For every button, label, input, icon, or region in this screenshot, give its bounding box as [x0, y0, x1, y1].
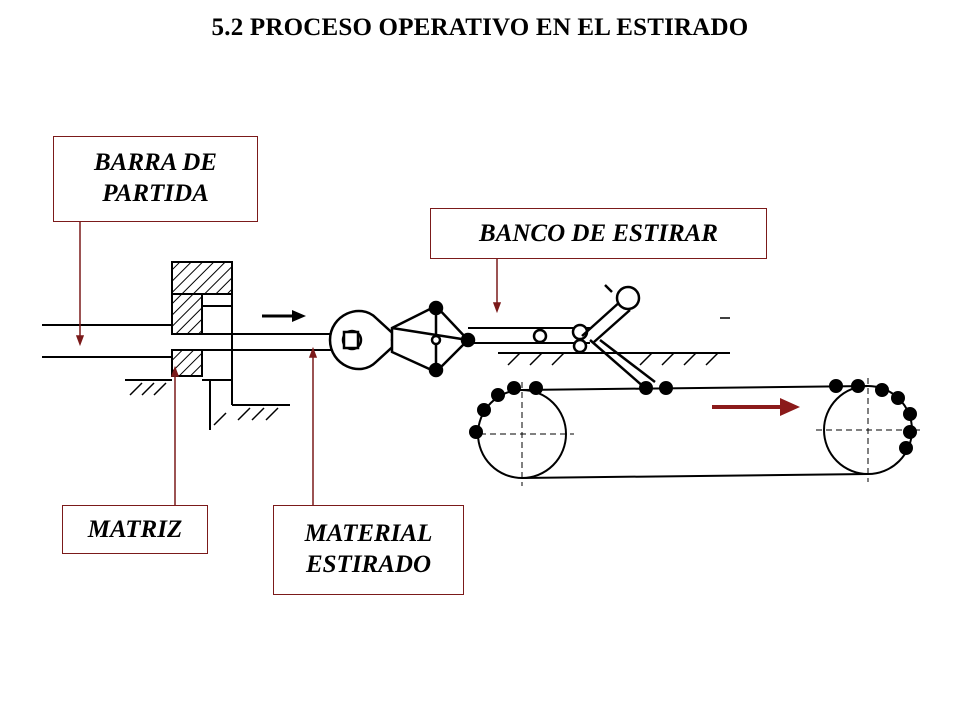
carriage — [532, 284, 656, 389]
label-line: BANCO DE ESTIRAR — [479, 220, 718, 247]
label-matriz: MATRIZ — [62, 505, 208, 554]
label-material-estirado: MATERIAL ESTIRADO — [273, 505, 464, 595]
material-direction-arrow — [262, 310, 306, 322]
label-banco-de-estirar: BANCO DE ESTIRAR — [430, 208, 767, 259]
diagram-title: 5.2 PROCESO OPERATIVO EN EL ESTIRADO — [211, 14, 749, 41]
drawn-material — [202, 333, 335, 351]
linkage — [390, 300, 476, 378]
label-line: BARRA DE — [94, 149, 217, 176]
label-line: MATRIZ — [87, 516, 183, 543]
label-barra-de-partida: BARRA DE PARTIDA — [53, 136, 258, 222]
leader-lines — [75, 222, 502, 505]
ground-die — [125, 379, 290, 430]
starting-bar — [42, 324, 172, 358]
chain-links — [469, 379, 917, 455]
chain-direction-arrow — [712, 398, 800, 416]
label-line: MATERIAL — [304, 520, 433, 547]
bench-rail — [468, 317, 730, 366]
gripper — [328, 309, 402, 371]
label-line: PARTIDA — [102, 180, 209, 207]
die-block — [171, 261, 233, 381]
label-line: ESTIRADO — [305, 551, 432, 578]
